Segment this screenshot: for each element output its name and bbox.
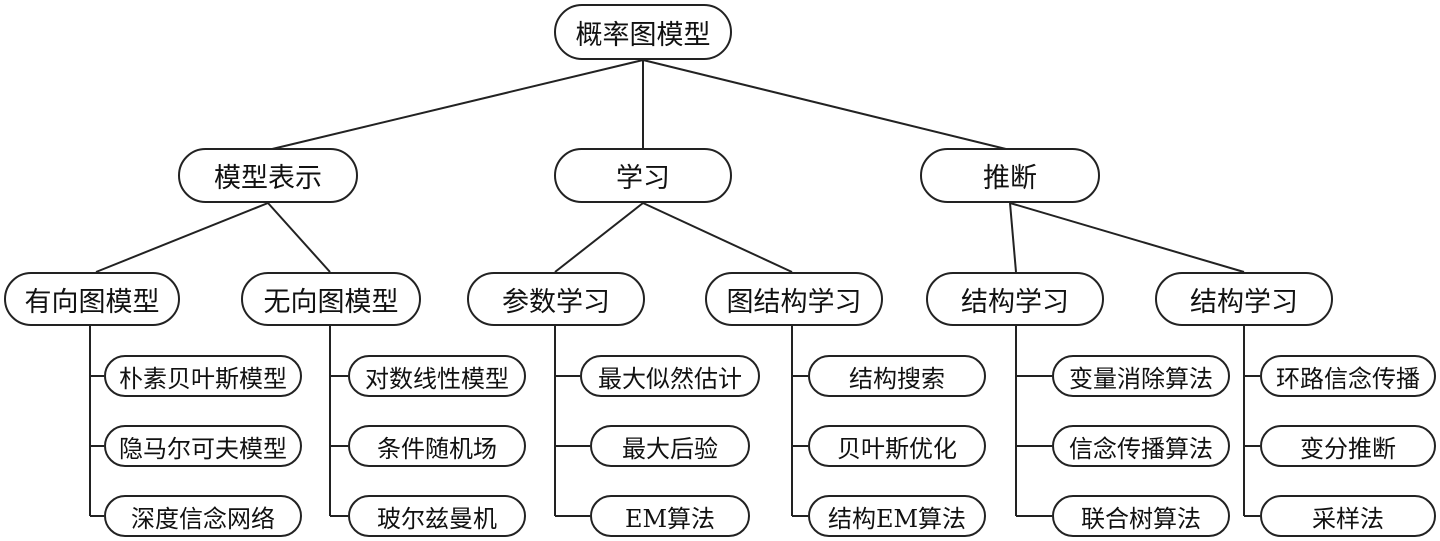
leaf-naive-bayes: 朴素贝叶斯模型 <box>104 355 302 397</box>
leaf-loopy-belief-propagation: 环路信念传播 <box>1260 355 1436 397</box>
leaf-log-linear: 对数线性模型 <box>348 355 526 397</box>
leaf-structure-search: 结构搜索 <box>808 355 986 397</box>
connector <box>642 59 1011 151</box>
node-model-representation: 模型表示 <box>178 148 358 203</box>
leaf-structural-em: 结构EM算法 <box>808 495 986 537</box>
leaf-hidden-markov: 隐马尔可夫模型 <box>104 425 302 467</box>
leaf-mle: 最大似然估计 <box>580 355 760 397</box>
leaf-map: 最大后验 <box>590 425 750 467</box>
connector <box>642 202 793 273</box>
connector <box>95 202 269 273</box>
leaf-sampling: 采样法 <box>1260 495 1436 537</box>
node-learning: 学习 <box>554 148 732 203</box>
connector <box>1009 202 1245 273</box>
node-undirected-graph-model: 无向图模型 <box>241 272 421 326</box>
leaf-junction-tree: 联合树算法 <box>1052 495 1230 537</box>
connector <box>267 202 331 273</box>
node-parameter-learning: 参数学习 <box>467 272 645 326</box>
leaf-boltzmann-machine: 玻尔兹曼机 <box>348 495 526 537</box>
connector <box>1009 202 1017 273</box>
leaf-variable-elimination: 变量消除算法 <box>1052 355 1230 397</box>
node-structure-learning-1: 结构学习 <box>926 272 1104 326</box>
node-structure-learning-2: 结构学习 <box>1155 272 1333 326</box>
node-graph-structure-learning: 图结构学习 <box>705 272 883 326</box>
node-inference: 推断 <box>920 148 1100 203</box>
connector <box>267 59 644 151</box>
root-node: 概率图模型 <box>554 4 732 60</box>
leaf-variational-inference: 变分推断 <box>1260 425 1436 467</box>
leaf-deep-belief-network: 深度信念网络 <box>104 495 302 537</box>
node-directed-graph-model: 有向图模型 <box>4 272 180 326</box>
leaf-em-algorithm: EM算法 <box>590 495 750 537</box>
leaf-bayesian-optimization: 贝叶斯优化 <box>808 425 986 467</box>
leaf-belief-propagation: 信念传播算法 <box>1052 425 1230 467</box>
leaf-crf: 条件随机场 <box>348 425 526 467</box>
connector <box>554 202 644 273</box>
